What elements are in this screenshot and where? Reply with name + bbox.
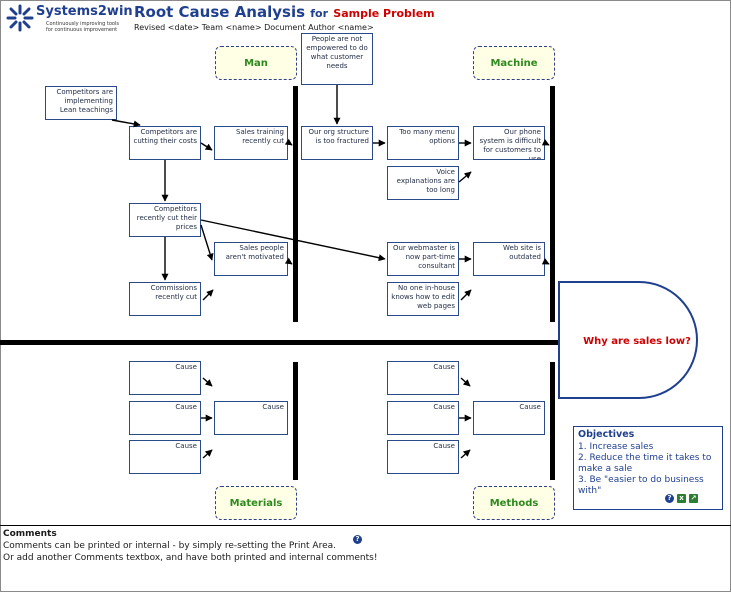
arrow-mat-4: [202, 449, 213, 459]
objective-item-3: 3. Be "easier to do business with": [578, 475, 704, 496]
objective-item-1: 1. Increase sales: [578, 442, 654, 452]
logo-name: Systems2win: [36, 4, 133, 19]
cause-box-org-structure[interactable]: Our org structure is too fractured: [301, 126, 373, 160]
arrow-phone-bone: [541, 139, 550, 146]
cause-box-materials-4[interactable]: Cause: [129, 440, 201, 474]
cause-box-menu-options[interactable]: Too many menu options: [387, 126, 459, 160]
arrow-commissions-bone: [202, 289, 214, 301]
problem-name: Sample Problem: [333, 7, 435, 20]
arrow-meth-4: [460, 449, 471, 459]
category-materials[interactable]: Materials: [215, 486, 297, 520]
help-icon[interactable]: ?: [665, 494, 674, 503]
cause-box-prices[interactable]: Competitors recently cut their prices: [129, 203, 201, 237]
comments-line-1[interactable]: Comments can be printed or internal - by…: [3, 541, 336, 551]
arrow-voice-phone: [458, 171, 472, 183]
category-man[interactable]: Man: [215, 46, 297, 80]
cause-box-methods-2[interactable]: Cause: [387, 401, 459, 435]
cause-box-voice[interactable]: Voice explanations are too long: [387, 166, 459, 200]
cause-box-lean[interactable]: Competitors are implementing Lean teachi…: [45, 86, 117, 120]
logo-icon: [6, 4, 34, 32]
effect-statement[interactable]: Why are sales low?: [583, 336, 691, 347]
cause-box-materials-3[interactable]: Cause: [214, 401, 288, 435]
category-machine[interactable]: Machine: [473, 46, 555, 80]
arrow-lean-costs: [111, 119, 141, 128]
logo-tagline-1: Continuously improving tools: [46, 21, 119, 27]
bone-man: [293, 86, 298, 322]
document-info: Revised <date> Team <name> Document Auth…: [134, 23, 374, 32]
arrow-meth-1: [460, 377, 471, 387]
arrow-website-bone: [541, 258, 550, 265]
comments-help-icon[interactable]: ?: [353, 535, 362, 544]
comments-line-2[interactable]: Or add another Comments textbox, and hav…: [3, 553, 378, 563]
arrow-prices-not-motivated: [200, 224, 214, 261]
objective-item-2: 2. Reduce the time it takes to make a sa…: [578, 453, 712, 474]
category-methods[interactable]: Methods: [473, 486, 555, 520]
cause-box-no-one[interactable]: No one in-house knows how to edit web pa…: [387, 282, 459, 316]
excel-icon[interactable]: x: [677, 494, 686, 503]
cause-box-costs[interactable]: Competitors are cutting their costs: [129, 126, 201, 160]
fishbone-spine: [0, 340, 560, 345]
comments-divider: [0, 525, 731, 526]
bone-machine: [550, 86, 555, 322]
comments-title: Comments: [3, 529, 57, 539]
bone-materials: [293, 362, 298, 480]
arrow-not-motivated-bone: [284, 257, 293, 265]
page-title: Root Cause Analysis for Sample Problem: [134, 3, 435, 21]
cause-box-methods-1[interactable]: Cause: [387, 361, 459, 395]
arrow-costs-sales-training: [200, 142, 213, 151]
objectives-box[interactable]: Objectives 1. Increase sales 2. Reduce t…: [573, 426, 723, 510]
cause-box-webmaster[interactable]: Our webmaster is now part-time consultan…: [387, 242, 459, 276]
cause-box-not-empowered[interactable]: People are not empowered to do what cust…: [301, 33, 373, 85]
cause-box-materials-2[interactable]: Cause: [129, 401, 201, 435]
cause-box-materials-1[interactable]: Cause: [129, 361, 201, 395]
arrow-mat-1: [202, 377, 213, 387]
objectives-icons: ? x ↗: [665, 494, 698, 503]
arrow-noone-bone: [460, 289, 472, 301]
bone-methods: [550, 362, 555, 480]
logo: Systems2win Continuously improving tools…: [6, 4, 133, 34]
logo-tagline-2: for continuous improvement: [46, 27, 118, 33]
objectives-title: Objectives: [578, 429, 635, 440]
cause-box-methods-4[interactable]: Cause: [387, 440, 459, 474]
arrow-sales-training-bone: [284, 138, 293, 146]
cause-box-not-motivated[interactable]: Sales people aren't motivated: [214, 242, 288, 276]
cause-box-sales-training[interactable]: Sales training recently cut: [214, 126, 288, 160]
cause-box-website[interactable]: Web site is outdated: [473, 242, 545, 276]
title-for: for: [310, 7, 329, 20]
fish-head: [558, 281, 698, 399]
export-icon[interactable]: ↗: [689, 494, 698, 503]
title-text: Root Cause Analysis: [134, 3, 306, 21]
arrow-prices-webmaster: [200, 219, 386, 262]
cause-box-methods-3[interactable]: Cause: [473, 401, 545, 435]
cause-box-commissions[interactable]: Commissions recently cut: [129, 282, 201, 316]
